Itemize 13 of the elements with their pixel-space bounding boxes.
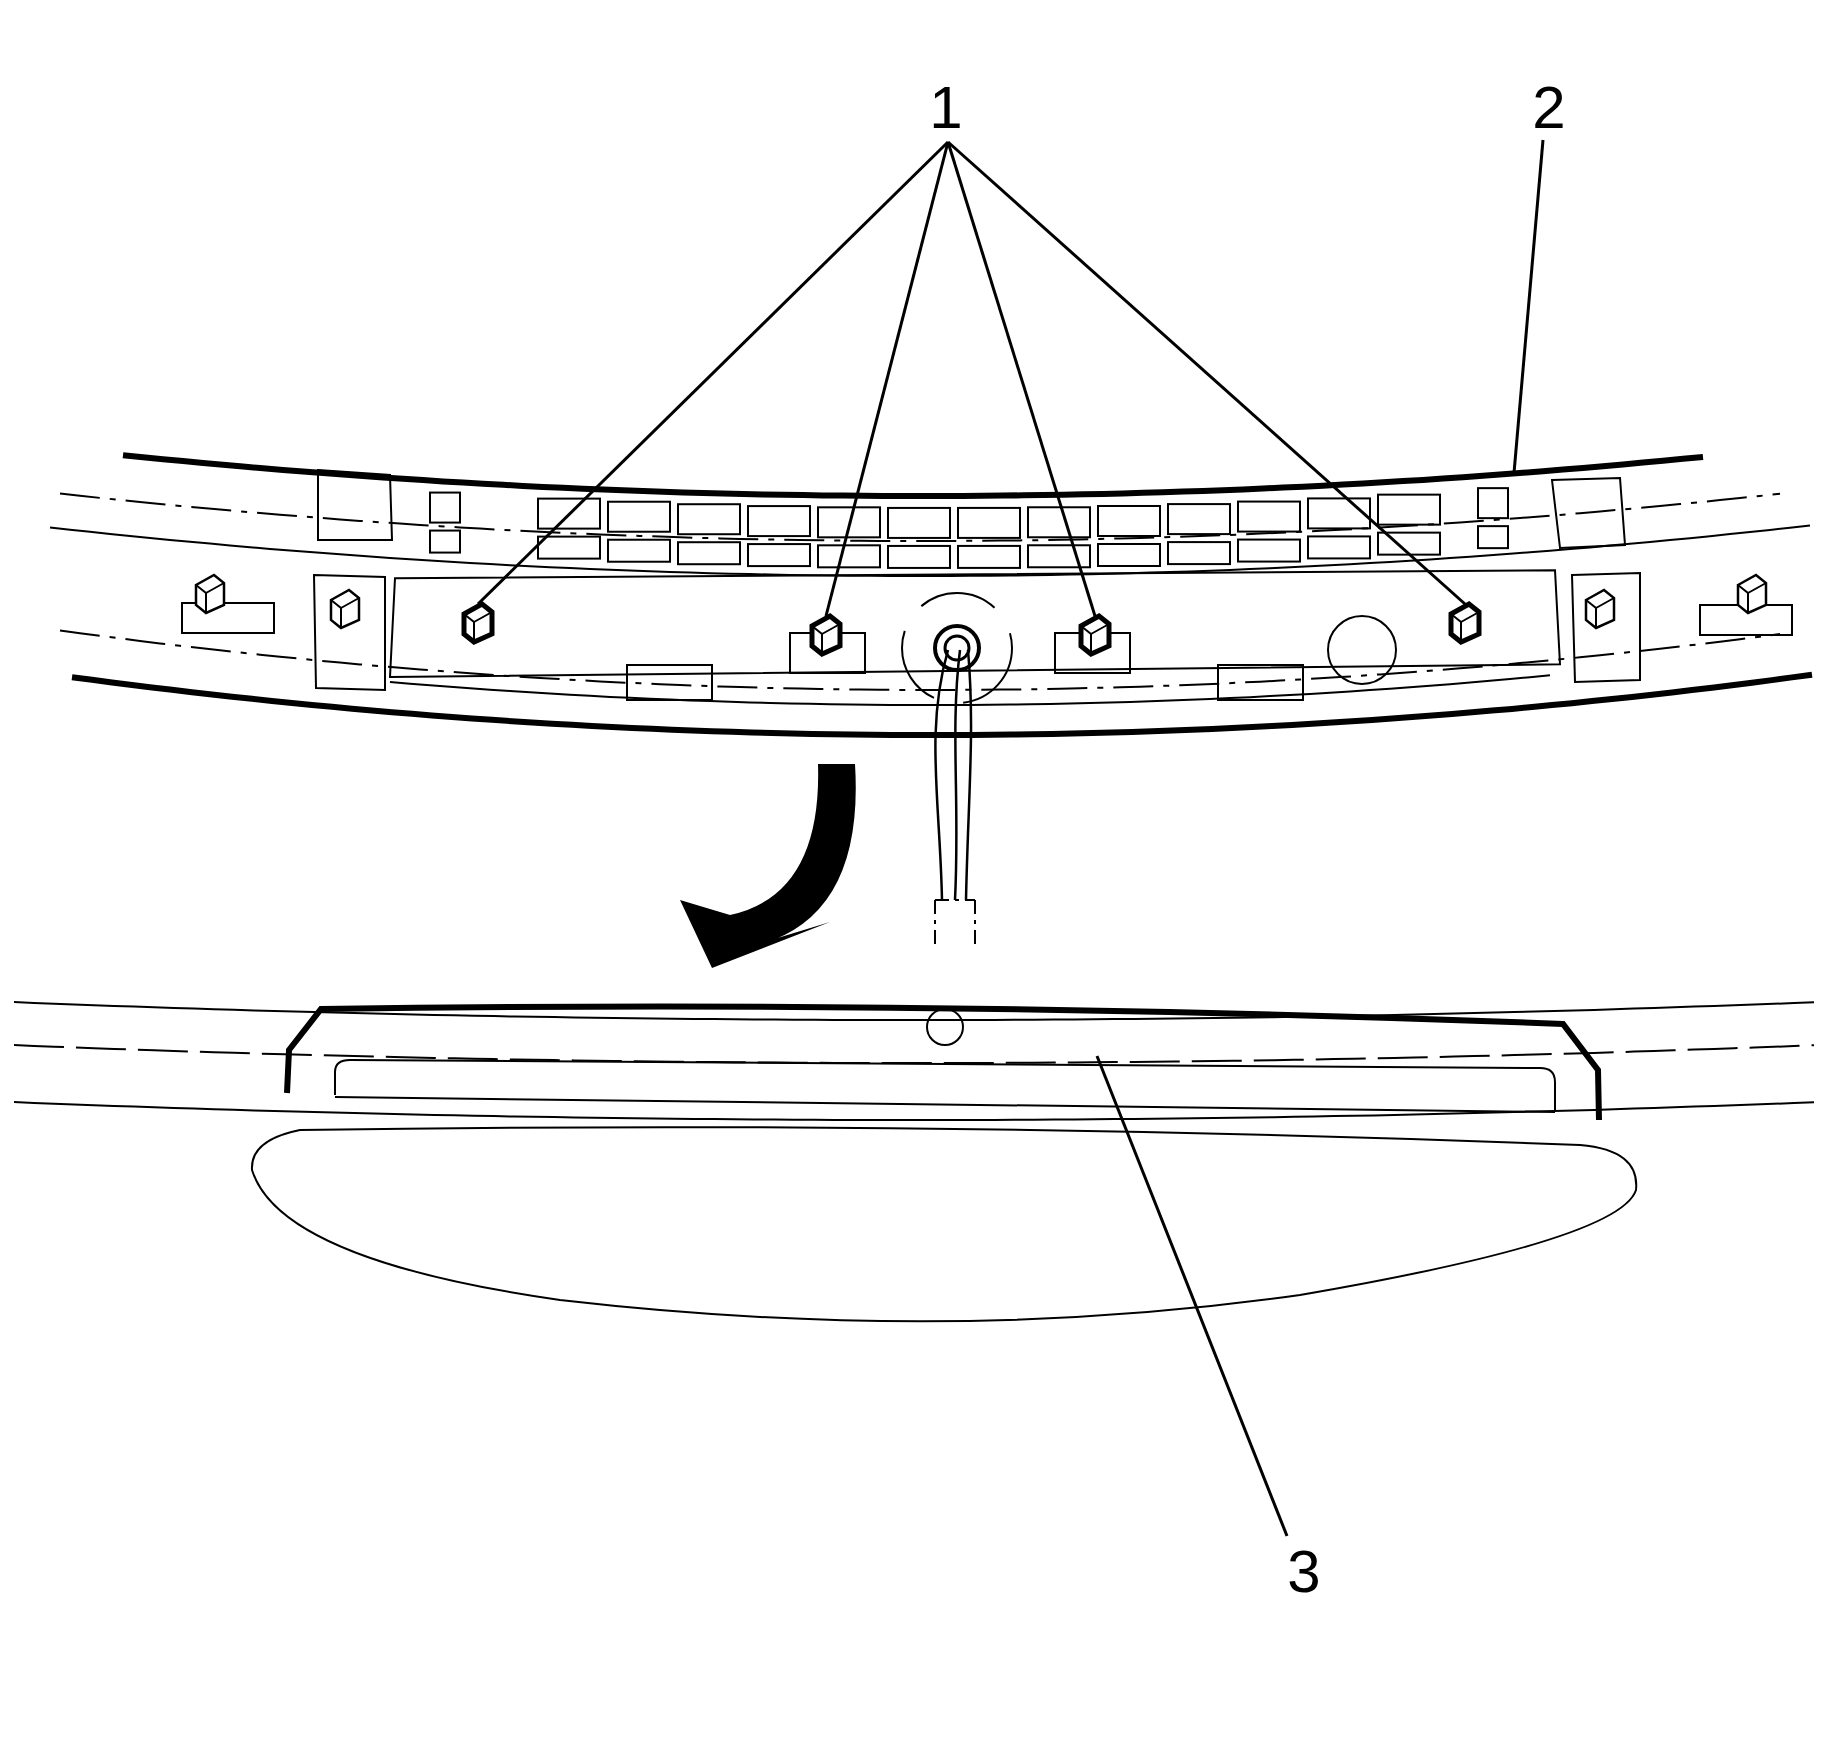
leader-line (947, 140, 1466, 606)
leader-line (1095, 1055, 1289, 1537)
clip-drawing (461, 601, 495, 645)
leader-line (476, 140, 950, 606)
callout-number: 2 (1532, 78, 1566, 138)
callout-number: 1 (929, 78, 963, 138)
clip-drawing (809, 613, 843, 657)
clip-drawing (1078, 613, 1112, 657)
leader-line (946, 141, 1097, 617)
callout-number: 3 (1287, 1542, 1321, 1602)
clip-drawing (1448, 601, 1482, 645)
leader-line (1512, 139, 1545, 474)
leader-line (824, 141, 950, 617)
